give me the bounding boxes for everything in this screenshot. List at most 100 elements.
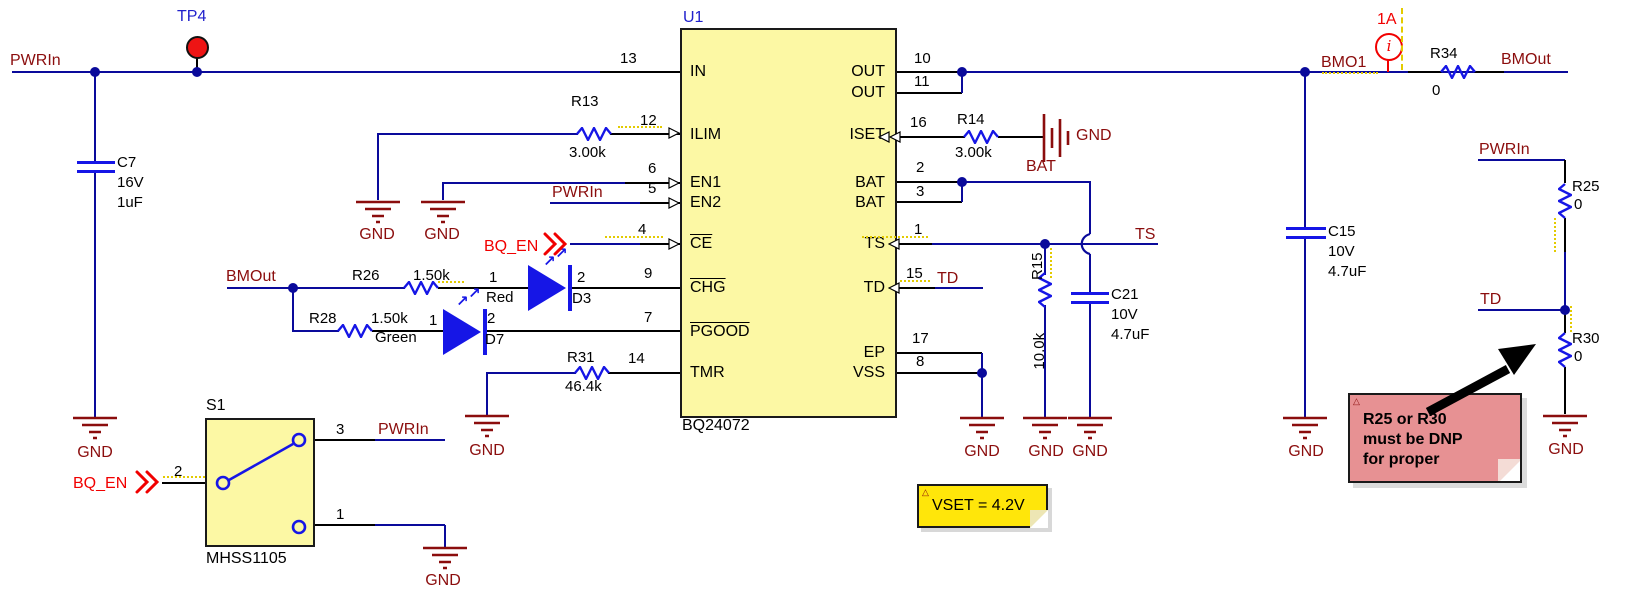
wire[interactable] [292, 288, 294, 332]
wire[interactable] [1089, 182, 1091, 234]
wire[interactable] [1408, 71, 1442, 73]
wire[interactable] [375, 524, 445, 526]
wire[interactable] [196, 57, 198, 72]
wire[interactable] [12, 71, 600, 73]
capacitor-c21-plate[interactable] [1071, 292, 1109, 295]
wire[interactable] [486, 372, 576, 374]
net-label-pwrin[interactable]: PWRIn [378, 421, 429, 438]
net-label-bmout[interactable]: BMOut [226, 268, 276, 285]
net-label-pwrin[interactable]: PWRIn [552, 184, 603, 201]
wire[interactable] [962, 181, 1091, 183]
wire[interactable] [962, 71, 1568, 73]
wire[interactable] [442, 182, 625, 184]
wire[interactable] [608, 372, 680, 374]
wire[interactable] [1564, 310, 1566, 333]
wire[interactable] [94, 171, 96, 417]
net-flag-bq-en[interactable]: BQ_EN [484, 238, 539, 255]
wire[interactable] [1044, 305, 1046, 417]
net-label-bmo1[interactable]: BMO1 [1321, 54, 1367, 71]
wire[interactable] [897, 372, 982, 374]
wire[interactable] [315, 439, 375, 441]
wire[interactable] [897, 136, 965, 138]
resistor-r28[interactable] [337, 324, 373, 338]
wire[interactable] [998, 136, 1043, 138]
wire[interactable] [1478, 309, 1565, 311]
wire[interactable] [442, 182, 444, 200]
capacitor-c15-plate[interactable] [1286, 236, 1326, 239]
wire[interactable] [572, 287, 680, 289]
wire[interactable] [897, 181, 962, 183]
wire[interactable] [487, 330, 680, 332]
resistor-r34[interactable] [1440, 65, 1476, 79]
wire[interactable] [1089, 304, 1091, 417]
wire[interactable] [550, 202, 640, 204]
wire[interactable] [640, 202, 680, 204]
wire[interactable] [570, 243, 640, 245]
capacitor-c15-plate[interactable] [1286, 227, 1326, 230]
wire[interactable] [1564, 160, 1566, 183]
net-label-td[interactable]: TD [937, 270, 959, 287]
net-label-pwrin[interactable]: PWRIn [1479, 141, 1530, 158]
wire[interactable] [372, 330, 445, 332]
wire[interactable] [961, 182, 963, 202]
net-label-td[interactable]: TD [1480, 291, 1502, 308]
wire[interactable] [1564, 252, 1566, 310]
resistor-r30[interactable] [1558, 332, 1572, 368]
resistor-r31[interactable] [574, 366, 610, 380]
wire[interactable] [981, 353, 983, 417]
wire[interactable] [1304, 237, 1306, 417]
resistor-r15[interactable] [1038, 272, 1052, 308]
wire[interactable] [375, 439, 445, 441]
wire[interactable] [292, 330, 339, 332]
note-dnp[interactable]: △ R25 or R30 must be DNP for proper [1348, 393, 1522, 483]
wire[interactable] [378, 133, 578, 135]
ic-bq24072-body[interactable] [680, 28, 897, 418]
wire[interactable] [227, 287, 405, 289]
bat-label[interactable]: BAT [1026, 158, 1056, 175]
wire[interactable] [610, 133, 680, 135]
wire[interactable] [1044, 244, 1046, 275]
resistor-r26[interactable] [403, 281, 439, 295]
capacitor-c7-plate[interactable] [77, 161, 115, 164]
pin-port-icon [668, 177, 680, 189]
wire[interactable] [438, 287, 530, 289]
led-d3[interactable] [524, 262, 576, 314]
wire[interactable] [486, 372, 488, 415]
net-label-pwrin[interactable]: PWRIn [10, 52, 61, 69]
wire[interactable] [377, 133, 379, 200]
wire[interactable] [1089, 254, 1091, 293]
wire[interactable] [935, 287, 983, 289]
wire[interactable] [961, 72, 963, 93]
wire[interactable] [640, 243, 680, 245]
wire[interactable] [897, 92, 962, 94]
wire[interactable] [625, 182, 680, 184]
wire[interactable] [897, 287, 935, 289]
resistor-r13[interactable] [576, 127, 612, 141]
wire[interactable] [162, 482, 207, 484]
wire[interactable] [1478, 159, 1565, 161]
led-d7[interactable] [439, 306, 491, 358]
wire[interactable] [94, 72, 96, 162]
wire[interactable] [1564, 367, 1566, 414]
wire[interactable] [897, 71, 962, 73]
resistor-r14[interactable] [963, 130, 999, 144]
net-label-bmout[interactable]: BMOut [1501, 51, 1551, 68]
wire[interactable] [897, 352, 982, 354]
net-flag-bq-en[interactable]: BQ_EN [73, 475, 128, 492]
wire[interactable] [444, 525, 446, 547]
capacitor-c7-plate[interactable] [77, 170, 115, 173]
wire[interactable] [1564, 218, 1566, 252]
switch-s1-body[interactable] [205, 418, 315, 547]
note-vset[interactable]: △ VSET = 4.2V [917, 484, 1048, 528]
wire[interactable] [897, 243, 932, 245]
wire[interactable] [600, 71, 680, 73]
current-probe-icon[interactable]: i [1375, 33, 1403, 61]
net-label-ts[interactable]: TS [1135, 226, 1156, 243]
resistor-r25[interactable] [1558, 183, 1572, 219]
wire[interactable] [1474, 71, 1504, 73]
wire[interactable] [1304, 72, 1306, 228]
wire[interactable] [315, 524, 375, 526]
testpoint-tp4[interactable] [186, 36, 209, 59]
capacitor-c21-plate[interactable] [1071, 301, 1109, 304]
wire[interactable] [897, 201, 962, 203]
